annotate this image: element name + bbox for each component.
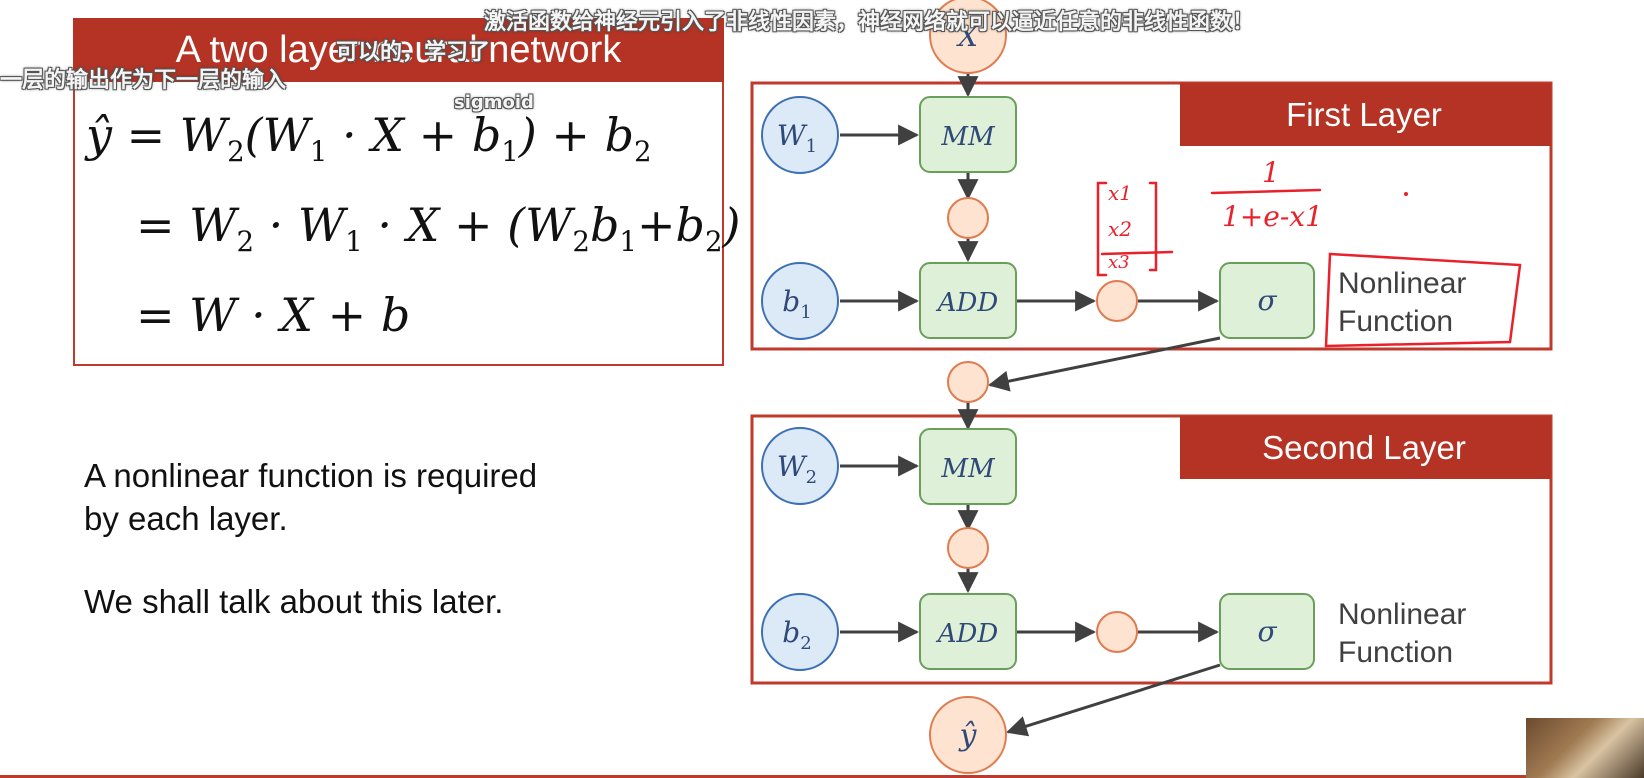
sigmoid-denominator: 1+e-x1: [1222, 200, 1323, 233]
input-node: [929, 0, 1007, 74]
nonlinear-label-1-line-1: Nonlinear: [1338, 267, 1466, 300]
vector-entry-2: x2: [1108, 217, 1132, 241]
weight-node-2-label: W2: [777, 450, 817, 488]
bias-node-1-label: b1: [782, 285, 811, 323]
webcam-thumbnail: [1526, 718, 1644, 778]
sigma-node-2-label: σ: [1257, 615, 1277, 648]
sigma-node-1: [1219, 262, 1315, 339]
formula-title: A two layer neural network: [73, 18, 724, 82]
add-node-1: [919, 262, 1017, 339]
layer-1-title: First Layer: [1286, 96, 1442, 133]
equation-line-2: = W2 · W1 · X + (W2b1+b2): [136, 198, 741, 259]
mm-node-1-label: MM: [940, 122, 996, 152]
vector-entry-3: x3: [1108, 252, 1130, 273]
caption-small: sigmoid: [454, 92, 534, 113]
add-node-2-label: ADD: [936, 619, 999, 649]
between-node: [947, 361, 989, 403]
pen-dot: [1404, 192, 1408, 196]
weight-node-2: [761, 427, 839, 505]
sigmoid-numerator: 1: [1262, 156, 1280, 189]
sigma-node-1-label: σ: [1257, 284, 1277, 317]
sum-node-2: [1096, 611, 1138, 653]
note-line-3: We shall talk about this later.: [84, 583, 504, 620]
mid-node-1: [947, 197, 989, 239]
mm-node-2: [919, 428, 1017, 505]
vector-bracket-right: [1148, 181, 1158, 272]
vector-bracket-left: [1096, 181, 1108, 277]
note-line-1: A nonlinear function is required: [84, 457, 538, 494]
layer-2-title-bar: [1180, 416, 1551, 479]
pen-annotation-text: x1 x2 x3 1 1+e-x1: [1108, 156, 1323, 273]
vector-entry-1: x1: [1108, 181, 1132, 205]
highlight-box: [1324, 252, 1522, 348]
edge-sigma2-to-output: [1005, 663, 1221, 737]
caption-middle: 可以的，学习了: [336, 40, 491, 65]
equation-line-3: = W · X + b: [136, 288, 411, 342]
output-label: ŷ: [958, 718, 978, 753]
bias-node-2-label: b2: [782, 616, 811, 654]
layer-2-title: Second Layer: [1262, 429, 1466, 466]
vector-underline: [1100, 250, 1174, 256]
sum-node-1: [1096, 280, 1138, 322]
bias-node-2: [761, 593, 839, 671]
edge-sigma1-to-between: [987, 336, 1221, 392]
nonlinear-label-2-line-2: Function: [1338, 636, 1453, 669]
caption-left: 一层的输出作为下一层的输入: [0, 68, 287, 93]
layer-1-title-bar: [1180, 83, 1551, 146]
mm-node-1: [919, 96, 1017, 173]
equation-line-1: ŷ = W2(W1 · X + b1) + b2: [86, 108, 652, 169]
slide-bottom-rule: [0, 775, 1526, 778]
sigma-node-2: [1219, 593, 1315, 670]
mm-node-2-label: MM: [940, 454, 996, 484]
sigmoid-fraction-bar: [1210, 188, 1322, 195]
pen-annotations: [1096, 181, 1522, 348]
caption-top: 激活函数给神经元引入了非线性因素，神经网络就可以逼近任意的非线性函数！: [484, 10, 1255, 35]
mid-node-2: [947, 527, 989, 569]
nonlinear-label-1-line-2: Function: [1338, 305, 1453, 338]
bias-node-1: [761, 262, 839, 340]
input-label: X: [956, 20, 979, 53]
add-node-1-label: ADD: [936, 288, 999, 318]
weight-node-1: [761, 96, 839, 174]
note-line-2: by each layer.: [84, 500, 288, 537]
add-node-2: [919, 593, 1017, 670]
output-node: [929, 696, 1007, 774]
weight-node-1-label: W1: [777, 119, 817, 157]
nonlinear-label-2-line-1: Nonlinear: [1338, 598, 1466, 631]
